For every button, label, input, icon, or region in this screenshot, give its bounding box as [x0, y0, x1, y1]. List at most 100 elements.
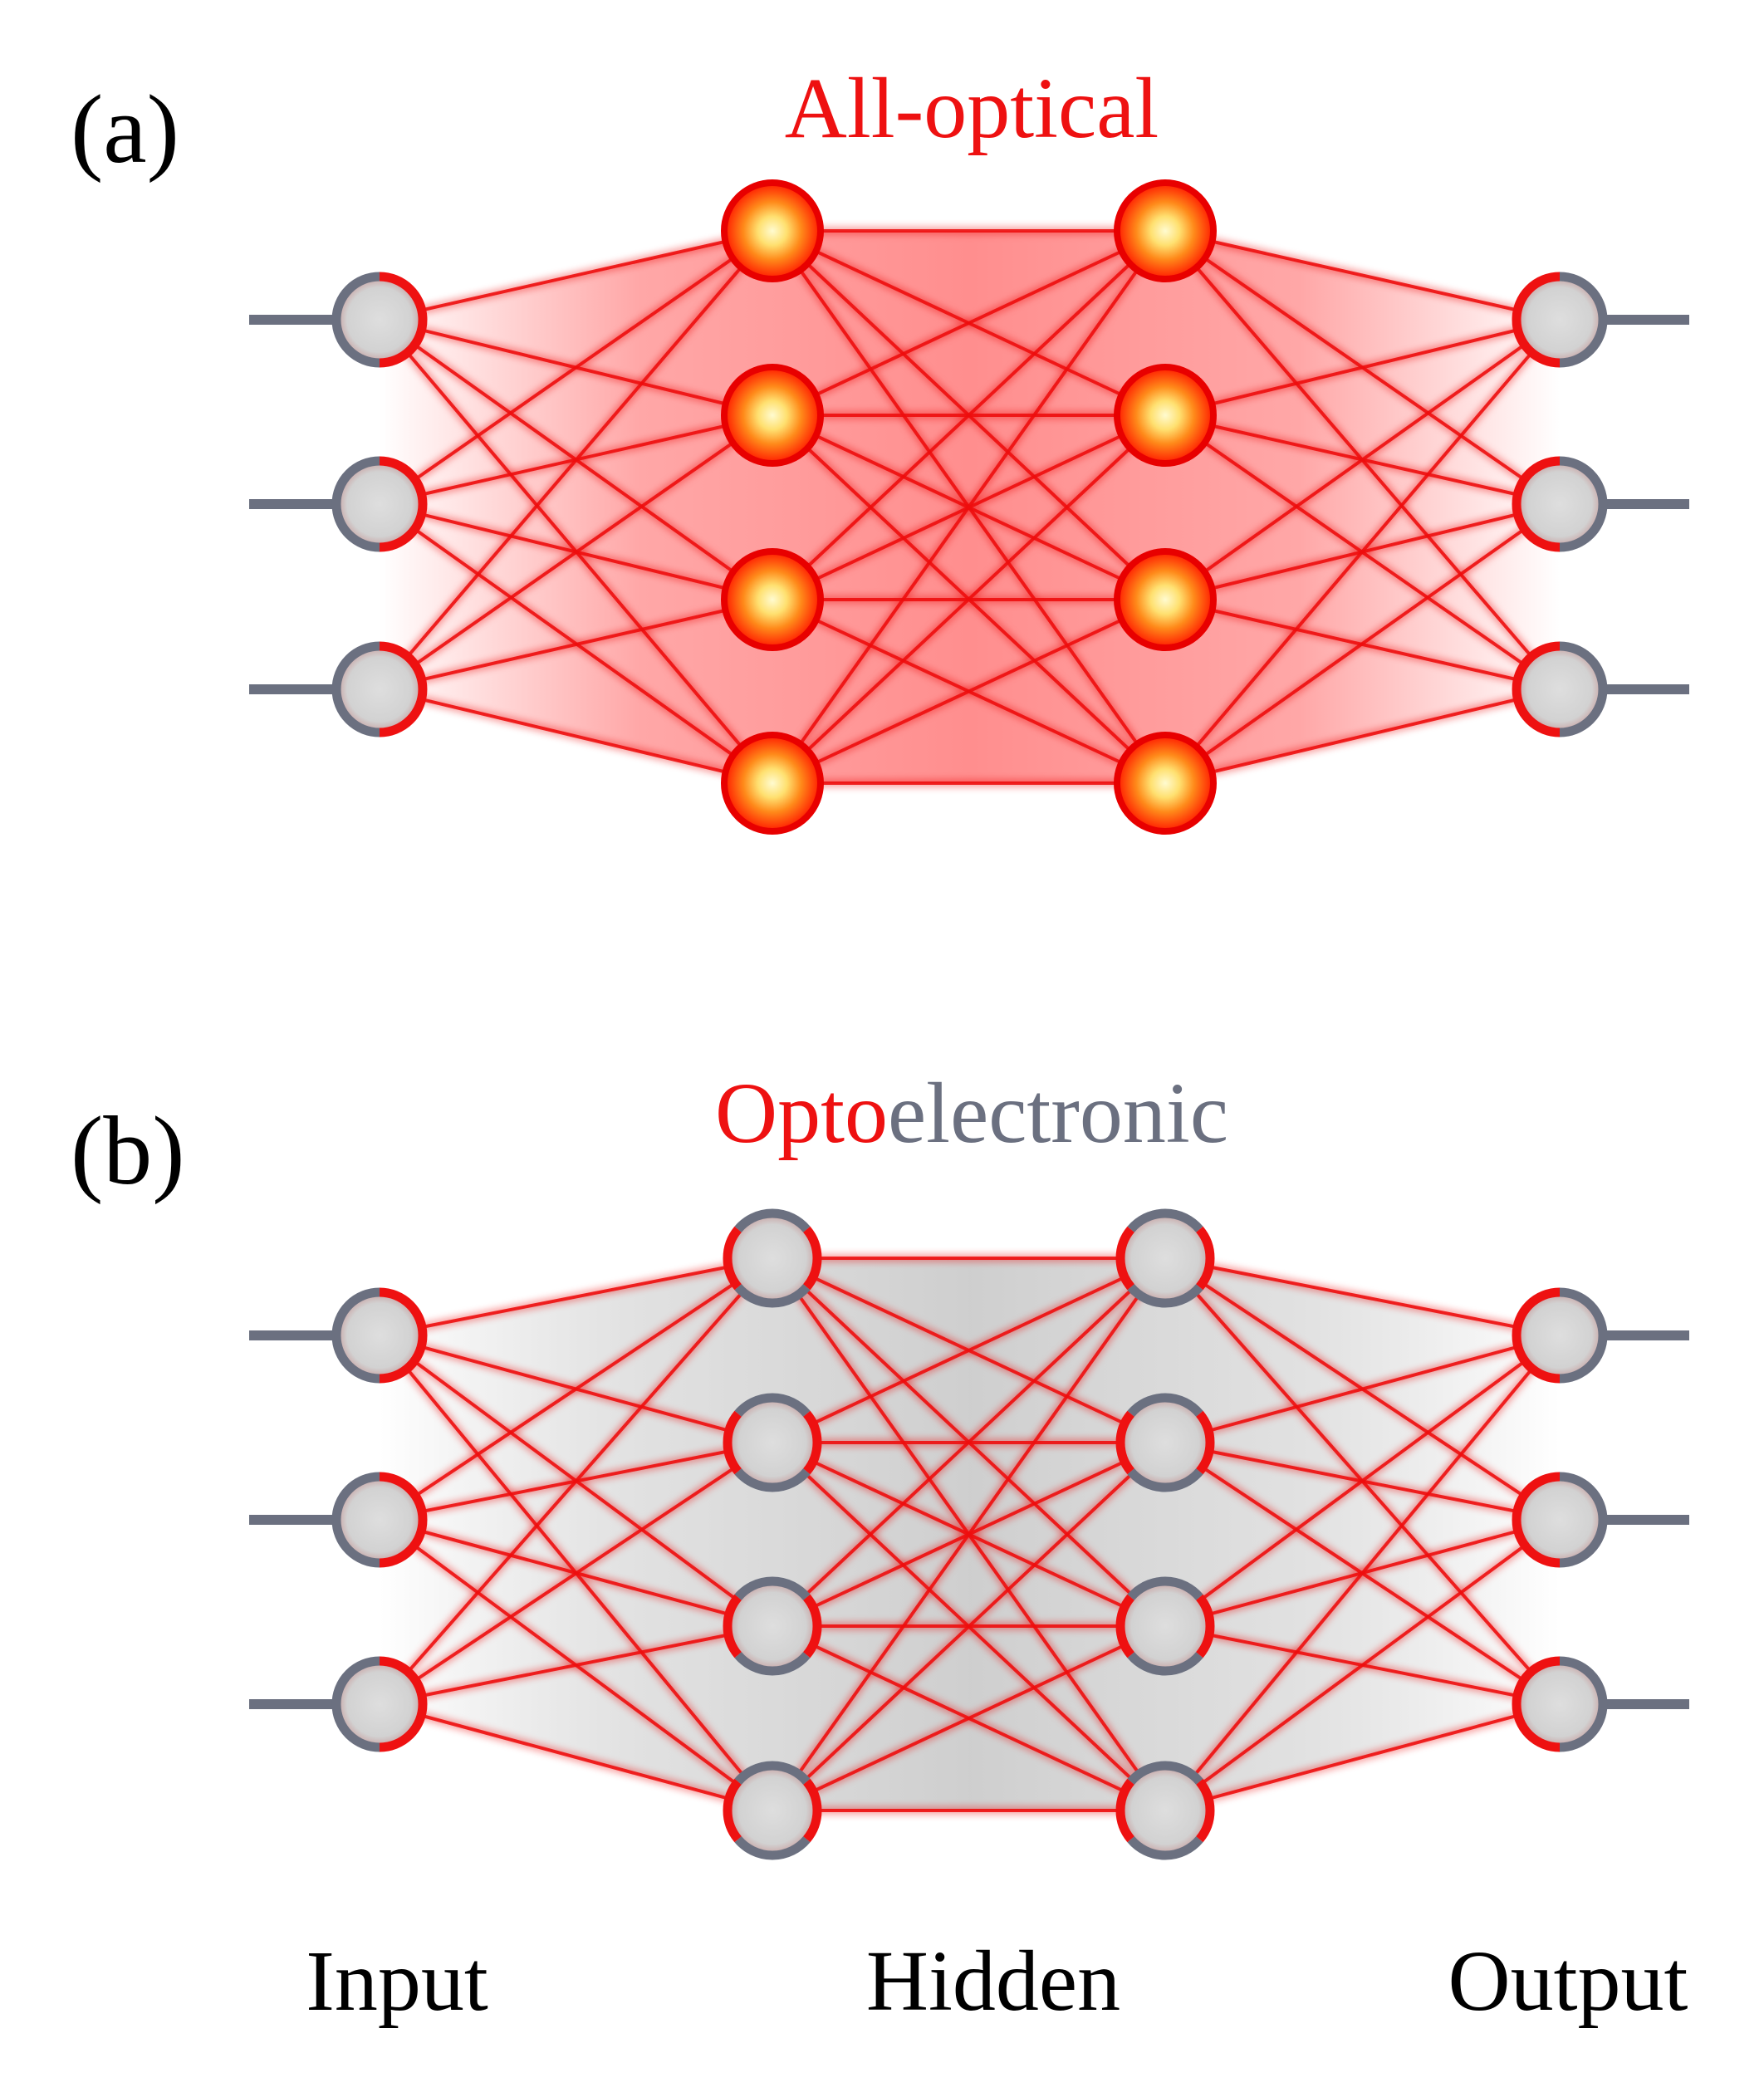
node-ring-red [379, 1287, 428, 1384]
neuron [1120, 1766, 1210, 1855]
neuron [336, 646, 423, 732]
node-ring-red [379, 272, 428, 368]
neuron [336, 1292, 423, 1379]
optical-neuron [721, 548, 824, 651]
node-ring-gray [331, 641, 380, 737]
optical-neuron [1114, 364, 1217, 467]
connection-line [379, 1624, 773, 1706]
node-ring-gray [734, 1836, 811, 1860]
connection-line [379, 598, 773, 691]
connection-line [771, 1441, 1167, 1812]
neuron [1120, 1213, 1210, 1303]
optical-neuron [721, 179, 824, 282]
connection-line [1164, 1257, 1561, 1337]
node-ring-gray [1127, 1576, 1203, 1600]
connection-line [378, 229, 774, 506]
connection-line [772, 1624, 1166, 1812]
node-ring-gray [1127, 1761, 1203, 1785]
panel-title: All-optical [785, 61, 1159, 156]
node-ring-gray [331, 1656, 380, 1752]
neuron [1517, 1661, 1603, 1747]
neuron [728, 1398, 817, 1487]
connection-line [1164, 502, 1561, 785]
connection-line [378, 1257, 774, 1521]
column-label-output: Output [1448, 1933, 1688, 2029]
node-ring-gray [331, 456, 380, 552]
node-ring-red [379, 1656, 428, 1752]
neuron [336, 277, 423, 363]
connection-line [771, 229, 1167, 601]
connection-line [378, 1441, 774, 1706]
node-ring-gray [1559, 1472, 1608, 1568]
connection-line [1164, 1703, 1561, 1812]
node-ring-red [803, 1594, 822, 1658]
node-ring-gray [1559, 1656, 1608, 1752]
node-ring-red [723, 1226, 742, 1291]
column-label-hidden: Hidden [866, 1933, 1120, 2029]
connection-line [1164, 318, 1561, 785]
node-ring-red [1196, 1778, 1215, 1843]
neuron [1517, 1292, 1603, 1379]
connection-line [1164, 1334, 1561, 1812]
panel-title-part: electronic [888, 1066, 1228, 1161]
node-ring-gray [734, 1284, 811, 1308]
connections [378, 229, 1561, 785]
connection-line [771, 1257, 1167, 1628]
node-ring-gray [1127, 1393, 1203, 1417]
connection-line [772, 1257, 1166, 1444]
neuron [1120, 1581, 1210, 1671]
node-ring-red [1115, 1778, 1134, 1843]
connection-line [1164, 318, 1561, 601]
node-ring-gray [1127, 1468, 1203, 1492]
node-ring-gray [1127, 1836, 1203, 1860]
connection-line [379, 1257, 773, 1337]
node-ring-gray [331, 1287, 380, 1384]
network-optoelectronic [249, 1208, 1689, 1860]
node-ring-red [1512, 1287, 1561, 1384]
panel-all-optical: (a) All-optical [71, 61, 1689, 835]
connection-line [772, 598, 1166, 785]
node-ring-red [1512, 1472, 1561, 1568]
neuron [336, 461, 423, 547]
connection-line [378, 1257, 774, 1706]
node-ring-red [1512, 272, 1561, 368]
node-ring-red [1512, 1656, 1561, 1752]
node-ring-gray [1559, 272, 1608, 368]
node-ring-red [803, 1778, 822, 1843]
node-ring-red [803, 1410, 822, 1475]
connection-line [772, 229, 1166, 417]
connection-line [379, 1703, 773, 1812]
node-ring-red [1115, 1410, 1134, 1475]
neuron [728, 1581, 817, 1671]
node-ring-red [1115, 1594, 1134, 1658]
connection-line [1164, 1334, 1561, 1628]
neuron [1517, 1477, 1603, 1563]
node-ring-red [1512, 641, 1561, 737]
connection-line [378, 229, 774, 691]
optical-neuron [1114, 548, 1217, 651]
neuron [728, 1766, 817, 1855]
neuron [336, 1477, 423, 1563]
node-ring-red [1196, 1410, 1215, 1475]
connection-line [771, 229, 1167, 785]
node-ring-red [803, 1226, 822, 1291]
panel-title-part: Opto [715, 1066, 888, 1161]
node-ring-gray [734, 1761, 811, 1785]
node-ring-gray [1127, 1284, 1203, 1308]
panel-title: Optoelectronic [715, 1066, 1228, 1161]
panel-letter: (a) [71, 75, 179, 184]
connection-line [771, 414, 1167, 785]
node-ring-gray [1127, 1652, 1203, 1676]
neuron [1517, 646, 1603, 732]
node-ring-gray [1559, 1287, 1608, 1384]
connection-line [1164, 688, 1561, 785]
neuron [728, 1213, 817, 1303]
node-ring-red [379, 1472, 428, 1568]
panel-letter: (b) [71, 1096, 185, 1205]
node-ring-red [379, 641, 428, 737]
panel-optoelectronic: (b) Optoelectronic [71, 1066, 1689, 1860]
connection-line [1164, 1334, 1561, 1444]
panel-title-part: All-optical [785, 61, 1159, 156]
node-ring-gray [1127, 1208, 1203, 1232]
